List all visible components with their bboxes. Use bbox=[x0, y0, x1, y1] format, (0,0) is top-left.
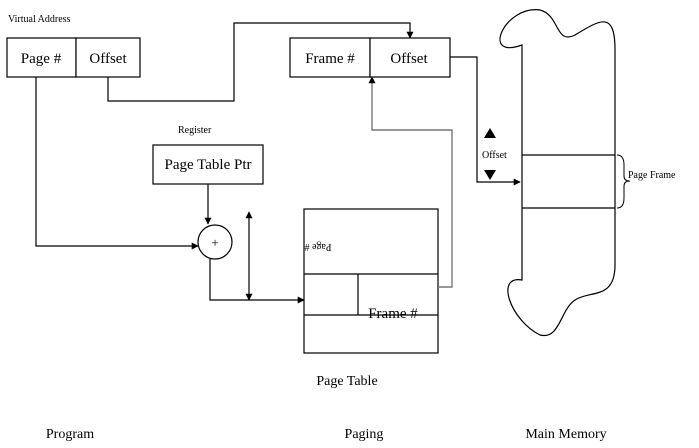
offset-copy-arrow bbox=[107, 22, 414, 102]
physical-offset-field: Offset bbox=[390, 51, 428, 67]
main-memory-outline bbox=[499, 9, 616, 337]
offset-down-arrow-icon bbox=[484, 170, 496, 180]
virtual-offset-field: Offset bbox=[89, 51, 127, 67]
register-caption: Register bbox=[178, 125, 212, 136]
adder-circle bbox=[197, 224, 233, 260]
page-frame-brace bbox=[616, 154, 631, 209]
memory-offset-label: Offset bbox=[482, 150, 507, 161]
adder-symbol: + bbox=[211, 235, 218, 250]
page-table-caption: Page Table bbox=[316, 374, 377, 389]
frame-to-address-arrow bbox=[368, 76, 453, 288]
page-table-rotated-label: Page # bbox=[305, 241, 332, 252]
section-program: Program bbox=[46, 427, 94, 442]
offset-up-arrow-icon bbox=[484, 128, 496, 138]
section-paging: Paging bbox=[345, 427, 384, 442]
adder-to-page-table-arrow bbox=[209, 259, 305, 304]
page-table bbox=[303, 208, 439, 354]
address-to-memory-arrow bbox=[450, 56, 521, 186]
physical-address-box bbox=[289, 37, 451, 78]
virtual-address-caption: Virtual Address bbox=[8, 14, 71, 25]
page-number-to-adder-arrow bbox=[35, 77, 199, 250]
section-main-memory: Main Memory bbox=[525, 427, 606, 442]
page-table-entry-label: Frame # bbox=[368, 306, 418, 322]
page-frame-label: Page Frame bbox=[628, 170, 676, 181]
frame-number-field: Frame # bbox=[305, 51, 355, 67]
page-number-field: Page # bbox=[21, 51, 62, 67]
page-table-ptr-label: Page Table Ptr bbox=[165, 157, 252, 173]
virtual-address-box bbox=[6, 37, 141, 78]
